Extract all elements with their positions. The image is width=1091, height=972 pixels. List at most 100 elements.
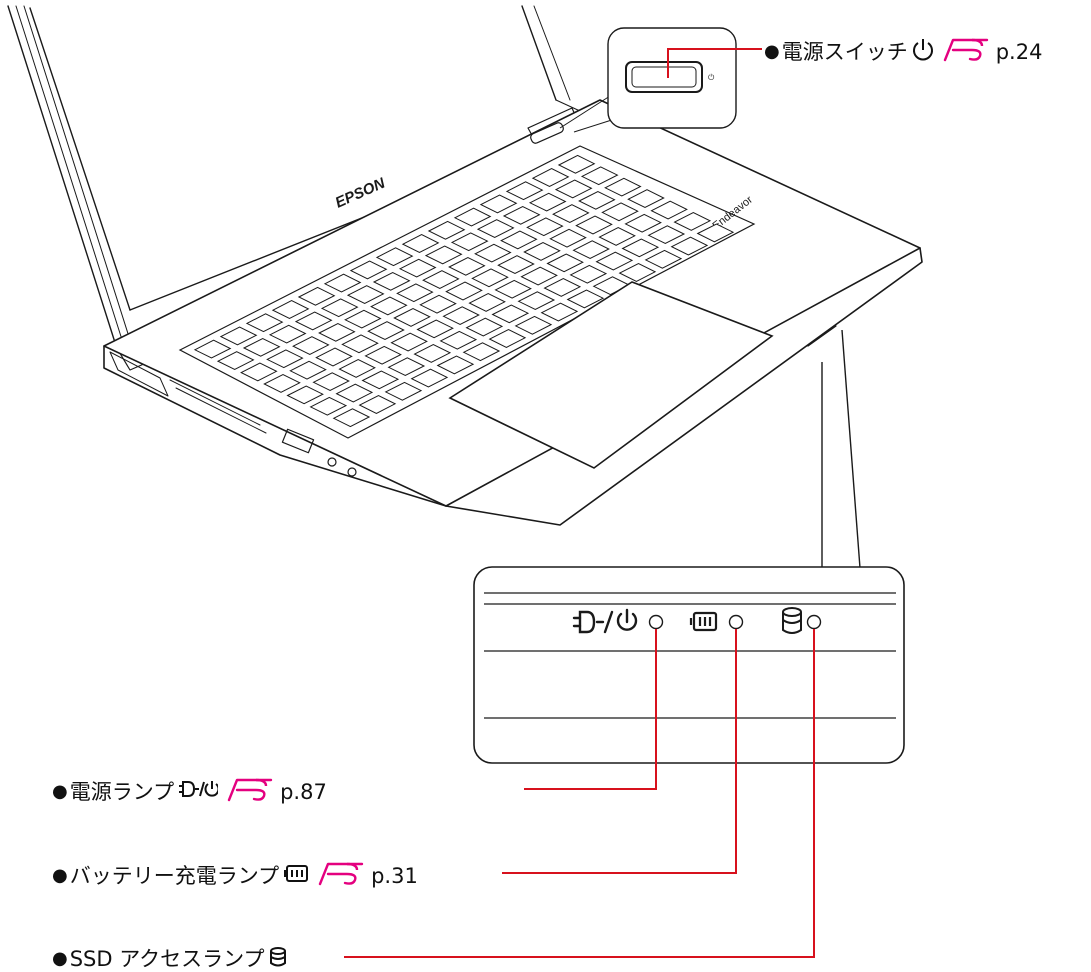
keyboard-key (528, 192, 567, 212)
keyboard-key (193, 339, 232, 359)
brand-logo: EPSON (333, 174, 389, 211)
keyboard-key (413, 344, 452, 363)
bullet-icon: ● (764, 41, 780, 62)
keyboard-key (491, 304, 530, 324)
keyboard-key (341, 334, 379, 354)
keyboard-key (517, 291, 556, 311)
keyboard-key (416, 319, 454, 339)
keyboard-key (410, 368, 449, 388)
touchpad (448, 281, 774, 469)
keyboard-key (523, 241, 561, 261)
keyboard-key (500, 230, 538, 250)
keyboard-key (349, 260, 388, 280)
reference-hand-icon[interactable] (317, 862, 365, 890)
drive-cylinder-icon (269, 946, 287, 972)
keyboard-key (346, 285, 385, 304)
power-lamp-label: 電源ランプ (69, 779, 175, 804)
keyboard-key (670, 236, 709, 256)
battery-lamp-led (728, 614, 744, 630)
keyboard-key (294, 311, 333, 331)
keyboard-key (358, 395, 397, 414)
ssd-lamp-label: SSD アクセスランプ (69, 946, 265, 971)
keyboard-key (453, 207, 492, 227)
bullet-icon: ● (52, 948, 68, 969)
keyboard-key (543, 278, 582, 297)
keyboard-key (268, 324, 307, 344)
keyboard-key (335, 383, 374, 403)
keyboard-key (650, 200, 688, 220)
reference-hand-icon[interactable] (226, 778, 274, 806)
power-symbol-icon (912, 38, 934, 66)
bullet-icon: ● (52, 865, 68, 886)
keyboard-key (320, 298, 359, 318)
keyboard-key (289, 360, 327, 380)
callout-power-lamp: ● 電源ランプ p.87 (52, 778, 327, 806)
keyboard-key (367, 321, 405, 341)
keyboard-key (393, 307, 431, 327)
battery-lamp-symbol-icon (689, 611, 718, 632)
keyboard-key (580, 166, 619, 186)
leader-ssd-lamp (344, 629, 815, 958)
keyboard-key (396, 283, 434, 303)
reference-hand-icon[interactable] (942, 38, 990, 66)
keyboard-key (488, 329, 527, 348)
keyboard-key (621, 238, 660, 258)
callout-power-switch: ● 電源スイッチ p.24 (764, 38, 1042, 66)
keyboard-key (364, 345, 402, 365)
keyboard-key (572, 240, 610, 260)
power-switch-page-link[interactable]: p.24 (995, 39, 1043, 64)
keyboard-key (332, 408, 371, 428)
keyboard-key (494, 279, 532, 299)
leader-lines (344, 48, 815, 958)
keyboard-key (462, 342, 501, 362)
keyboard-key (384, 381, 423, 401)
keyboard-key (216, 351, 255, 370)
keyboard-key (549, 228, 587, 248)
keyboard-key (439, 330, 478, 350)
leader-power-lamp (524, 629, 657, 790)
keyboard-key (445, 281, 483, 301)
keyboard-key (219, 326, 258, 346)
keyboard-key (292, 336, 330, 355)
keyboard-key (627, 189, 665, 209)
keyboard-key (271, 300, 310, 319)
keyboard-key (450, 232, 489, 252)
keyboard-key (263, 373, 301, 393)
keyboard (178, 145, 756, 439)
keyboard-key (471, 268, 509, 288)
keyboard-key (465, 317, 504, 337)
power-lamp-led (648, 614, 664, 630)
leader-power-switch (667, 48, 762, 78)
callout-battery-lamp: ● バッテリー充電ランプ p.31 (52, 862, 418, 890)
power-lamp-page-link[interactable]: p.87 (280, 779, 327, 804)
keyboard-key (531, 168, 570, 187)
power-switch-enlarged (625, 61, 703, 93)
keyboard-key (309, 396, 348, 416)
svg-text:⏻: ⏻ (708, 73, 715, 82)
keyboard-key (242, 337, 281, 357)
keyboard-key (370, 296, 408, 316)
keyboard-key (375, 247, 414, 267)
keyboard-key (422, 270, 460, 289)
ssd-lamp-symbol-icon (782, 607, 802, 634)
keyboard-key (647, 225, 686, 245)
keyboard-key (595, 251, 634, 271)
keyboard-key (557, 154, 596, 174)
power-switch-zoom: ⏻ (559, 27, 737, 133)
keyboard-key (315, 347, 353, 367)
keyboard-key (624, 213, 662, 233)
keyboard-key (387, 357, 426, 377)
keyboard-key (552, 204, 590, 223)
keyboard-key (502, 205, 541, 225)
keyboard-key (312, 372, 350, 392)
power-lamp-symbol-icon (572, 608, 638, 634)
keyboard-key (604, 177, 642, 197)
keyboard-key (297, 286, 336, 306)
battery-lamp-page-link[interactable]: p.31 (371, 863, 418, 888)
keyboard-key (436, 355, 475, 375)
keyboard-key (323, 273, 362, 293)
bullet-icon: ● (52, 781, 68, 802)
keyboard-key (566, 289, 605, 309)
keyboard-key (390, 332, 428, 352)
